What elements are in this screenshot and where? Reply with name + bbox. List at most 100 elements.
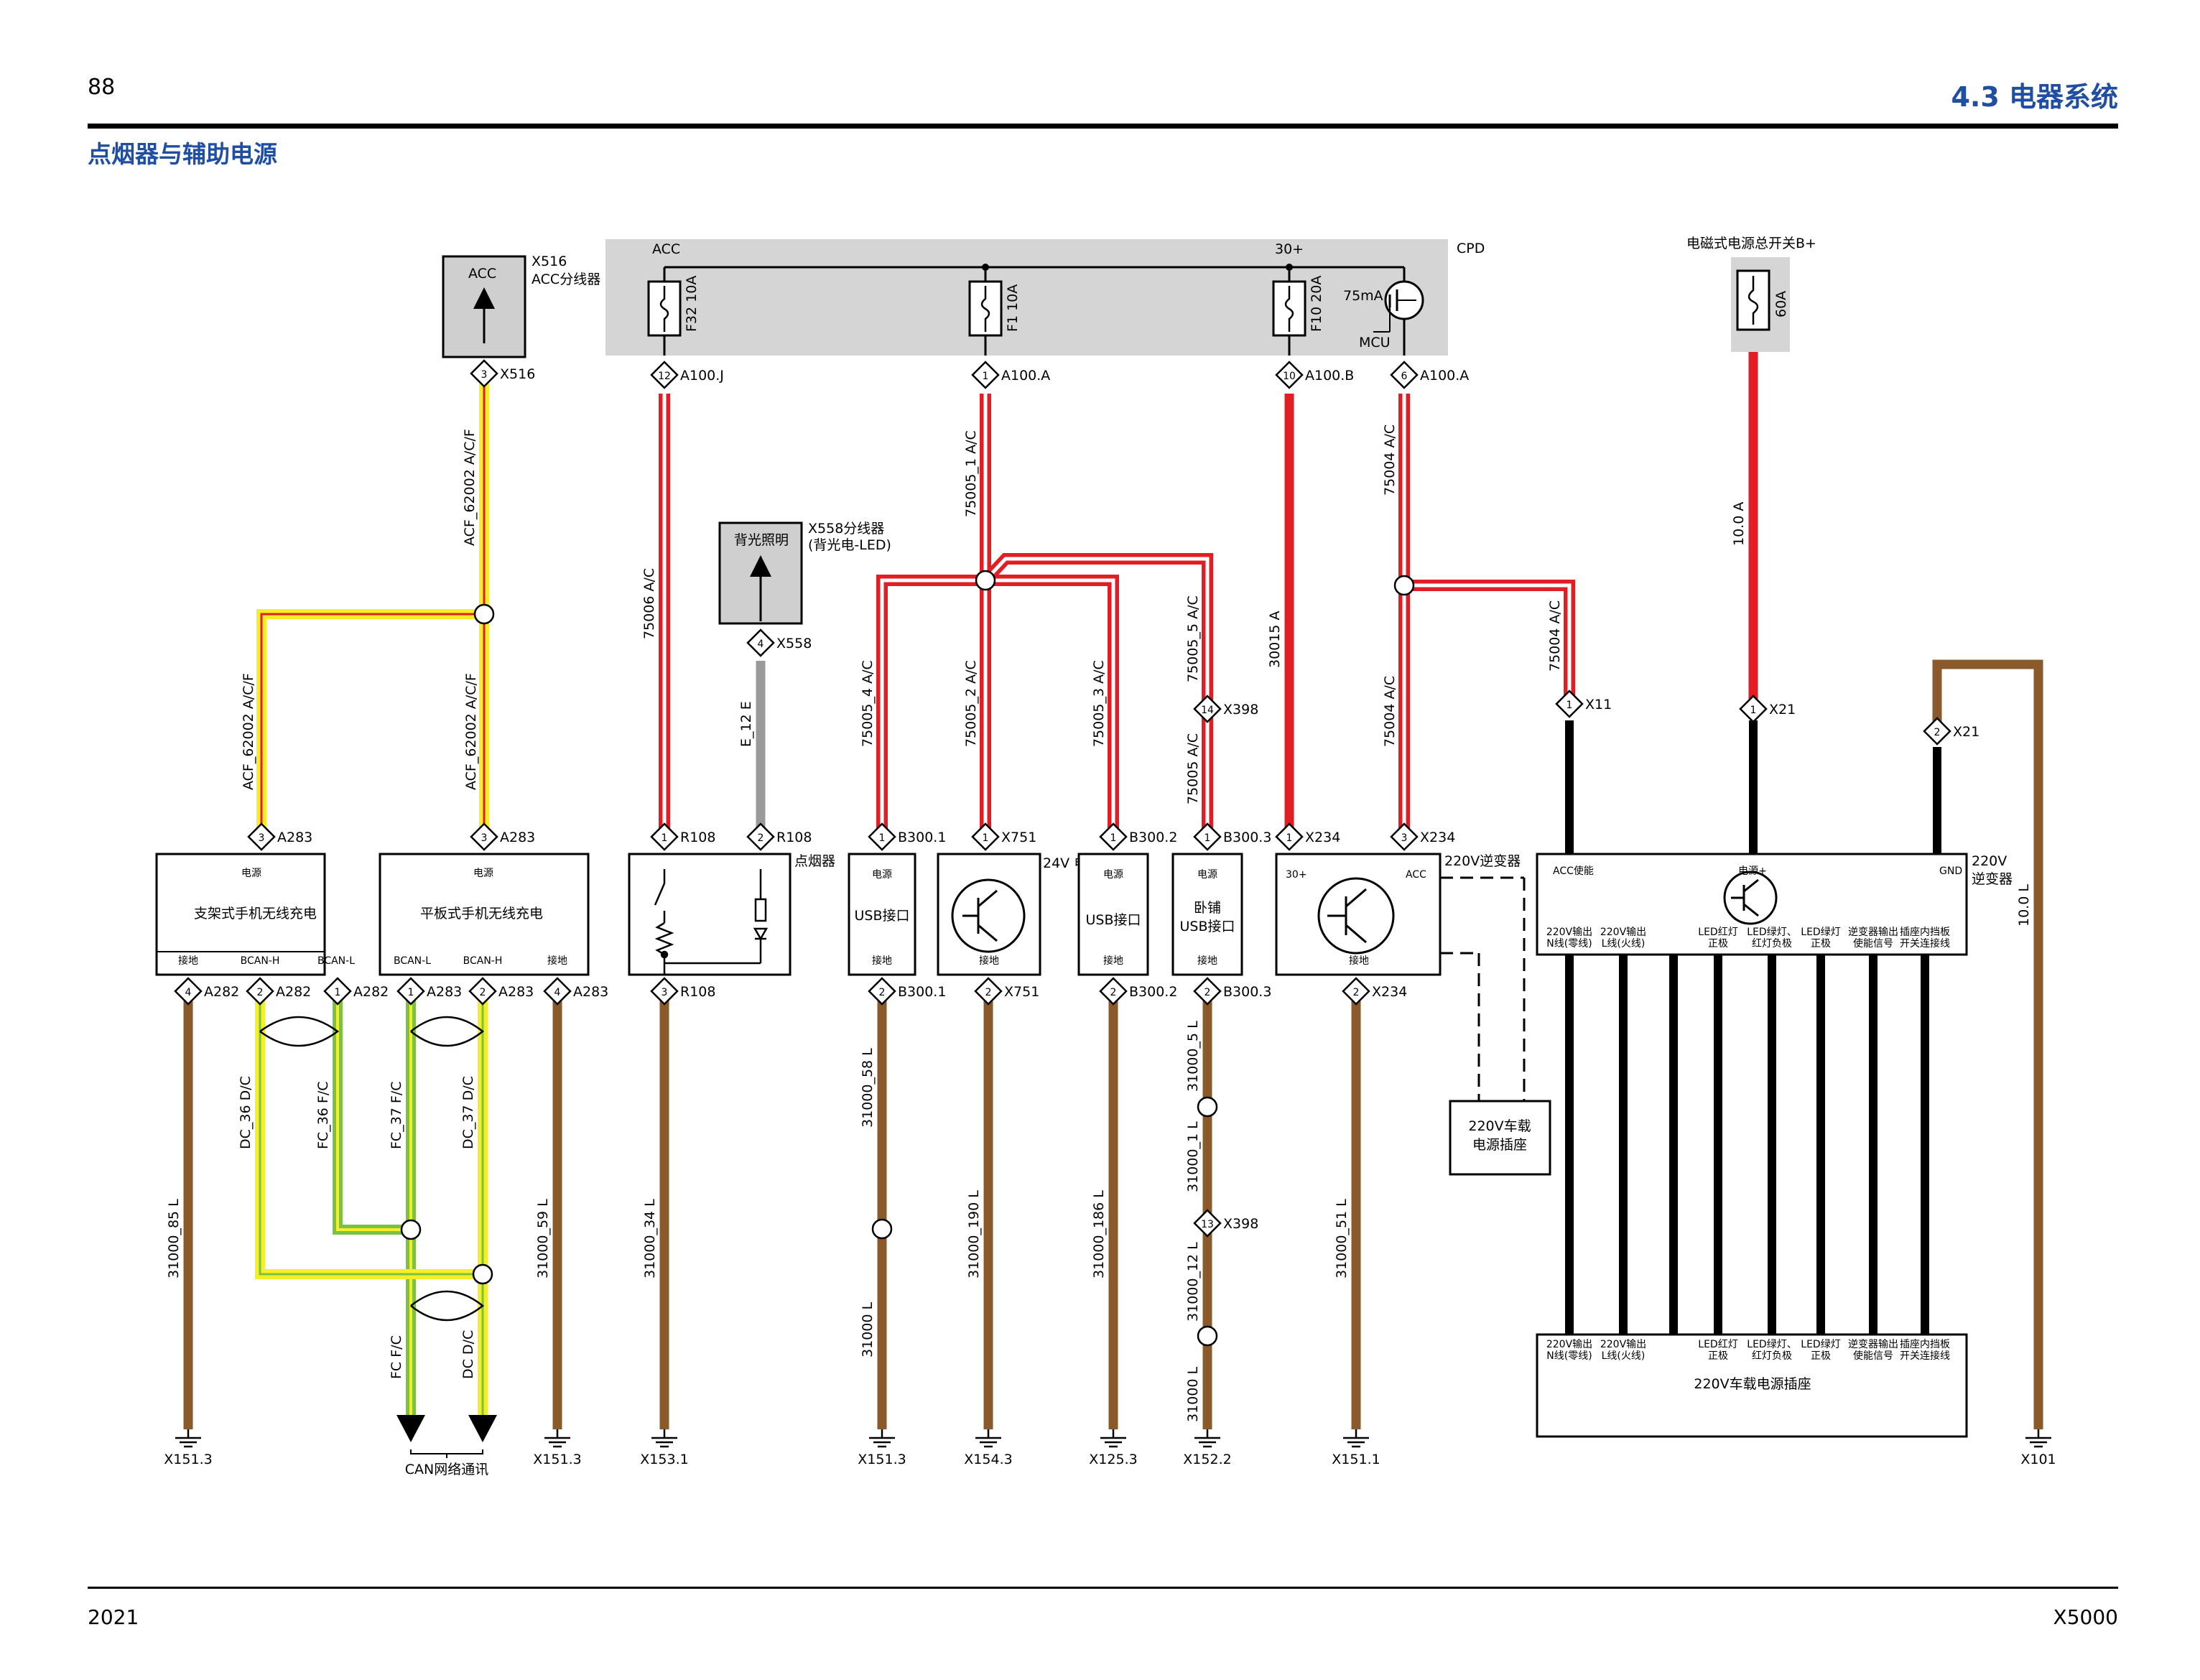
svg-text:(背光电-LED): (背光电-LED) [808, 537, 891, 553]
header-rule [88, 124, 2118, 129]
svg-text:R108: R108 [680, 830, 715, 845]
wire-label: 31000 L [1185, 1367, 1201, 1422]
wire-label: 75006 A/C [641, 568, 657, 639]
svg-text:2: 2 [480, 987, 486, 998]
svg-text:3: 3 [259, 832, 265, 844]
wire-label: ACF_62002 A/C/F [462, 429, 478, 546]
socket-input-label: 正极 [1811, 1350, 1831, 1362]
cpd-label: CPD [1457, 241, 1485, 256]
page-number: 88 [88, 75, 116, 100]
socket-input-label: N线(零线) [1546, 1350, 1592, 1362]
svg-text:A283: A283 [427, 984, 462, 1000]
svg-text:F32 10A: F32 10A [684, 276, 700, 332]
module-220v-inverter [1536, 853, 1968, 956]
svg-text:R108: R108 [776, 830, 812, 845]
svg-text:10: 10 [1283, 371, 1296, 382]
splice-node [871, 1218, 893, 1240]
svg-text:电源插座: 电源插座 [1472, 1137, 1527, 1153]
inverter-output-label: LED绿灯、 [1747, 927, 1796, 938]
svg-text:75mA: 75mA [1343, 288, 1383, 304]
wire-label: 75005_2 A/C [963, 660, 979, 747]
socket-input-label: 使能信号 [1853, 1350, 1893, 1362]
wire-label: 31000_186 L [1091, 1190, 1107, 1278]
ground-icon: X154.3 [964, 1429, 1013, 1467]
wire-label: FC_37 F/C [389, 1081, 404, 1149]
wire-label: 75005_1 A/C [963, 430, 979, 517]
socket-input-labels: 220V输出N线(零线)220V输出L线(火线)LED红灯正极LED绿灯、红灯负… [1546, 1339, 1950, 1362]
inverter-output-label: N线(零线) [1546, 938, 1592, 950]
wire-label: 31000_1 L [1185, 1121, 1201, 1192]
splice-node [400, 1219, 422, 1240]
svg-text:电源: 电源 [872, 869, 892, 881]
main-switch-label: 电磁式电源总开关B+ [1686, 236, 1816, 251]
wire-label: FC_36 F/C [315, 1081, 331, 1149]
wire-label: 31000_51 L [1334, 1199, 1350, 1278]
socket-input-label: 220V输出 [1546, 1339, 1592, 1350]
ground-label: X151.3 [533, 1452, 581, 1467]
svg-text:3: 3 [1401, 832, 1408, 844]
fuse-f1: F1 10A [968, 267, 1021, 356]
inverter-output-label: 红灯负极 [1752, 938, 1792, 950]
svg-text:电源: 电源 [241, 868, 261, 879]
svg-text:接地: 接地 [979, 955, 999, 967]
wire-label: 75004 A/C [1547, 600, 1563, 672]
section-title: 4.3 电器系统 [1951, 81, 2118, 113]
inverter-output-label: LED红灯 [1698, 927, 1737, 938]
cpd-30-label: 30+ [1275, 241, 1304, 257]
module-cigarette-lighter [628, 853, 792, 976]
svg-text:A282: A282 [204, 984, 239, 1000]
wire-label: DC_36 D/C [238, 1076, 254, 1149]
splice-node [975, 570, 996, 591]
socket-input-label: 开关连接线 [1900, 1350, 1950, 1362]
inverter-output-label: LED绿灯 [1801, 927, 1840, 938]
svg-text:2: 2 [1205, 987, 1211, 998]
ground-icon: X152.2 [1183, 1429, 1232, 1467]
svg-text:BCAN-H: BCAN-H [463, 955, 503, 967]
splice-node [473, 603, 495, 625]
svg-text:支架式手机无线充电: 支架式手机无线充电 [194, 906, 317, 922]
twisted-pair-icon [410, 1290, 485, 1322]
ground-label: X151.3 [858, 1452, 906, 1467]
svg-text:电源: 电源 [1103, 869, 1123, 881]
module-usb-1 [848, 853, 916, 976]
inverter-output-label: 使能信号 [1853, 937, 1893, 950]
svg-text:接地: 接地 [1197, 955, 1217, 967]
wire-label: DC_37 D/C [460, 1076, 476, 1149]
svg-text:接地: 接地 [547, 955, 567, 967]
wire-red [1404, 580, 1575, 704]
inverter-output-label: 正极 [1708, 938, 1728, 950]
svg-text:2: 2 [985, 987, 992, 998]
svg-text:A283: A283 [573, 984, 608, 1000]
svg-text:1: 1 [335, 987, 341, 998]
svg-text:接地: 接地 [1349, 955, 1369, 967]
svg-text:电源: 电源 [1197, 869, 1217, 881]
svg-text:电源: 电源 [473, 868, 493, 879]
svg-text:USB接口: USB接口 [854, 908, 909, 924]
ground-icon: X151.3 [164, 1429, 213, 1467]
svg-text:1: 1 [1286, 832, 1293, 844]
footer-rule [88, 1587, 2118, 1589]
svg-text:1: 1 [1205, 832, 1211, 844]
svg-text:1: 1 [408, 987, 414, 998]
svg-text:B300.3: B300.3 [1223, 830, 1271, 845]
socket-input-label: 正极 [1708, 1350, 1728, 1362]
socket-input-label: LED绿灯、 [1747, 1339, 1796, 1350]
svg-text:1: 1 [983, 832, 989, 844]
socket-input-label: 逆变器输出 [1848, 1339, 1898, 1350]
module-stand-wireless-charger [155, 853, 326, 976]
inverter-output-label: L线(火线) [1602, 938, 1646, 950]
wire-label: 10.0 L [2016, 884, 2032, 927]
